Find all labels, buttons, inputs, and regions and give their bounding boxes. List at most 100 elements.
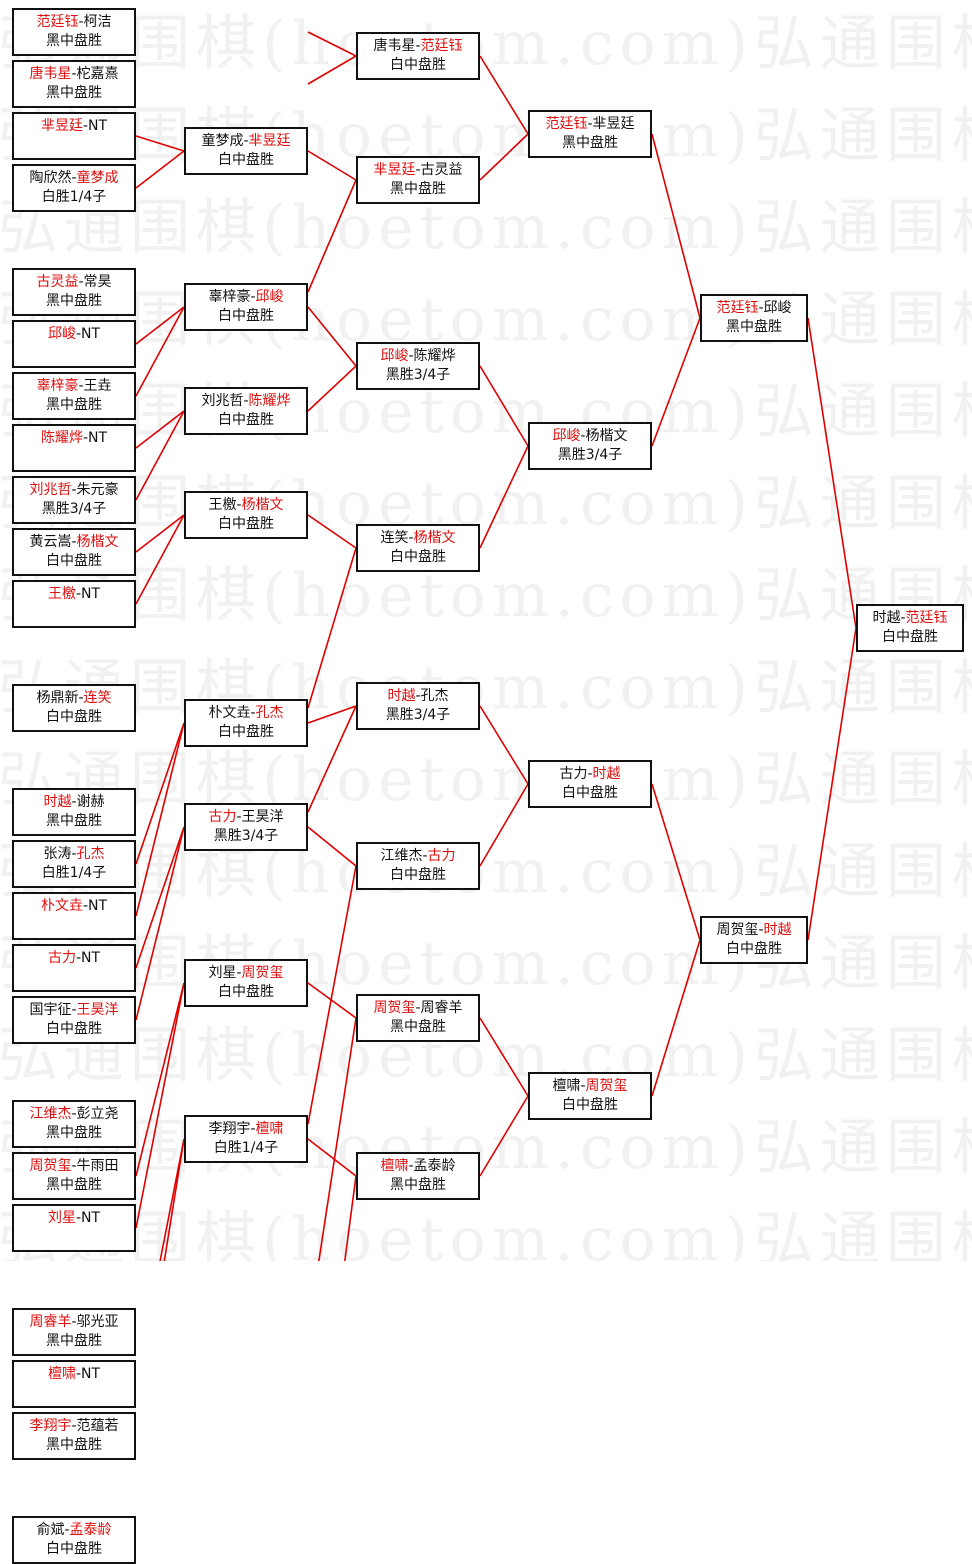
match-result: 黑胜3/4子 xyxy=(557,447,623,463)
match-box: 范廷钰-邱峻黑中盘胜 xyxy=(700,294,808,342)
separator: - xyxy=(236,965,242,981)
match-players: 范廷钰-邱峻 xyxy=(702,299,806,318)
match-box: 辜梓豪-邱峻白中盘胜 xyxy=(184,283,308,331)
match-box: 陶欣然-童梦成白胜1/4子 xyxy=(12,164,136,212)
match-players: 古力-NT xyxy=(14,949,134,968)
connector-line xyxy=(135,982,185,1229)
player-black: 檀啸 xyxy=(552,1078,581,1094)
separator: - xyxy=(250,289,256,305)
player-black: 周睿羊 xyxy=(29,1314,72,1330)
connector-line xyxy=(479,365,529,447)
match-box: 陈耀烨-NT xyxy=(12,424,136,472)
player-white: NT xyxy=(81,1210,101,1226)
watermark-text: 弘通围棋(hoetom.com)弘通围棋(hoetom.com) xyxy=(0,9,972,79)
player-black: 李翔宇 xyxy=(208,1121,251,1137)
player-black: 古灵益 xyxy=(36,274,79,290)
watermark-text: 弘通围棋(hoetom.com)弘通围棋(hoetom.com) xyxy=(0,653,972,723)
match-result: 白中盘胜 xyxy=(218,152,274,168)
match-box: 檀啸-周贺玺白中盘胜 xyxy=(528,1072,652,1120)
connector-line xyxy=(307,1138,357,1177)
player-white: 周睿羊 xyxy=(420,1000,463,1016)
separator: - xyxy=(78,690,84,706)
player-white: 时越 xyxy=(592,766,621,782)
connector-line xyxy=(307,55,357,85)
match-result: 白中盘胜 xyxy=(390,867,446,883)
match-players: 刘星-周贺玺 xyxy=(186,964,306,983)
match-box: 黄云嵩-杨楷文白中盘胜 xyxy=(12,528,136,576)
separator: - xyxy=(243,393,249,409)
match-result: 白中盘胜 xyxy=(218,984,274,1000)
connector-line xyxy=(307,705,357,724)
connector-line xyxy=(307,826,357,867)
match-players: 辜梓豪-邱峻 xyxy=(186,288,306,307)
connector-line xyxy=(479,133,529,181)
connector-line xyxy=(307,306,357,367)
player-black: 张涛 xyxy=(43,846,72,862)
player-white: NT xyxy=(88,430,108,446)
player-black: 俞斌 xyxy=(36,1522,65,1538)
player-white: 邱峻 xyxy=(763,300,792,316)
match-players: 古灵益-常昊 xyxy=(14,273,134,292)
connector-line xyxy=(135,410,185,501)
connector-line xyxy=(343,1175,357,1261)
separator: - xyxy=(580,1078,586,1094)
connector-line xyxy=(135,135,185,152)
match-box: 刘星-NT xyxy=(12,1204,136,1252)
match-players: 时越-孔杰 xyxy=(358,687,478,706)
watermark-text: 弘通围棋(hoetom.com)弘通围棋(hoetom.com) xyxy=(0,377,972,447)
match-box: 古力-NT xyxy=(12,944,136,992)
player-white: 谢赫 xyxy=(76,794,105,810)
match-players: 张涛-孔杰 xyxy=(14,845,134,864)
connector-line xyxy=(807,627,857,941)
match-players: 古力-王昊洋 xyxy=(186,808,306,827)
match-box: 李翔宇-范蕴若黑中盘胜 xyxy=(12,1412,136,1460)
player-black: 时越 xyxy=(43,794,72,810)
player-black: 范廷钰 xyxy=(545,116,588,132)
connector-line xyxy=(479,445,529,549)
match-result: 黑胜3/4子 xyxy=(385,707,451,723)
connector-line xyxy=(307,865,357,1125)
match-box: 檀啸-NT xyxy=(12,1360,136,1408)
connector-line xyxy=(307,514,357,549)
match-players: 刘兆哲-陈耀烨 xyxy=(186,392,306,411)
player-black: 江维杰 xyxy=(380,848,423,864)
player-white: 孟泰龄 xyxy=(413,1158,456,1174)
watermark-text: 弘通围棋(hoetom.com)弘通围棋(hoetom.com) xyxy=(0,1113,972,1183)
separator: - xyxy=(82,898,89,914)
match-result: 白中盘胜 xyxy=(726,941,782,957)
separator: - xyxy=(415,162,421,178)
match-players: 芈昱廷-NT xyxy=(14,117,134,136)
match-players: 朴文垚-孔杰 xyxy=(186,704,306,723)
player-black: 芈昱廷 xyxy=(373,162,416,178)
separator: - xyxy=(71,1158,77,1174)
match-result: 白中盘胜 xyxy=(46,553,102,569)
connector-line xyxy=(307,179,357,293)
separator: - xyxy=(415,38,421,54)
player-white: 范廷钰 xyxy=(420,38,463,54)
match-players: 唐韦星-范廷钰 xyxy=(358,37,478,56)
player-white: 陈耀烨 xyxy=(248,393,291,409)
match-result: 白中盘胜 xyxy=(390,549,446,565)
match-result: 白胜1/4子 xyxy=(213,1140,279,1156)
connector-line xyxy=(135,722,185,865)
separator: - xyxy=(82,430,89,446)
match-box: 范廷钰-芈昱廷黑中盘胜 xyxy=(528,110,652,158)
player-black: 刘兆哲 xyxy=(29,482,72,498)
match-result: 黑中盘胜 xyxy=(46,1125,102,1141)
separator: - xyxy=(71,482,77,498)
match-box: 时越-孔杰黑胜3/4子 xyxy=(356,682,480,730)
match-players: 唐韦星-柁嘉熹 xyxy=(14,65,134,84)
separator: - xyxy=(75,950,82,966)
player-black: 辜梓豪 xyxy=(208,289,251,305)
separator: - xyxy=(71,794,77,810)
separator: - xyxy=(78,378,84,394)
match-box: 周贺玺-牛雨田黑中盘胜 xyxy=(12,1152,136,1200)
player-white: 常昊 xyxy=(83,274,112,290)
match-box: 芈昱廷-NT xyxy=(12,112,136,160)
match-result: 白中盘胜 xyxy=(390,57,446,73)
match-players: 王檄-杨楷文 xyxy=(186,496,306,515)
separator: - xyxy=(408,1158,414,1174)
match-result: 黑中盘胜 xyxy=(46,1177,102,1193)
player-black: 范廷钰 xyxy=(716,300,759,316)
match-result: 黑中盘胜 xyxy=(46,813,102,829)
